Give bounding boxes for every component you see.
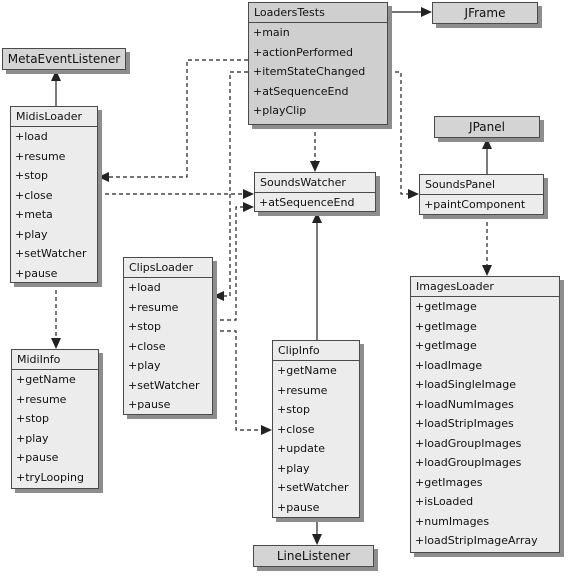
- edge-loaderstests-midisloader: [108, 59, 248, 178]
- method: +numImages: [415, 514, 490, 528]
- method: +tryLooping: [16, 470, 84, 484]
- method: +getImage: [415, 319, 477, 333]
- method: +loadImage: [415, 358, 483, 372]
- class-title: MidisLoader: [11, 107, 97, 127]
- class-clipinfo[interactable]: ClipInfo +getName +resume +stop +close +…: [272, 340, 360, 518]
- class-soundspanel[interactable]: SoundsPanel +paintComponent: [419, 174, 544, 215]
- method: +pause: [277, 500, 320, 514]
- metaeventlistener-box[interactable]: MetaEventListener: [2, 48, 126, 70]
- arrowhead-clipsloader: [213, 291, 224, 301]
- class-title: MidiInfo: [12, 350, 98, 370]
- arrowhead-soundswatcher-from-clipsloader: [243, 202, 254, 212]
- method: +paintComponent: [424, 198, 526, 211]
- arrowhead-midiinfo: [51, 338, 61, 349]
- method: +main: [253, 26, 290, 39]
- jpanel-box[interactable]: JPanel: [434, 116, 540, 138]
- class-title: SoundsWatcher: [255, 173, 375, 193]
- method: +isLoaded: [415, 495, 474, 508]
- method: +play: [277, 461, 310, 475]
- method: +setWatcher: [15, 247, 87, 260]
- arrowhead-linelistener: [312, 534, 322, 545]
- linelistener-box[interactable]: LineListener: [253, 545, 374, 567]
- method: +getImages: [415, 475, 483, 489]
- class-loaderstests[interactable]: LoadersTests +main +actionPerformed +ite…: [248, 2, 388, 125]
- class-title: LoadersTests: [249, 3, 387, 23]
- method: +loadGroupImages: [415, 436, 522, 450]
- method: +play: [128, 359, 161, 372]
- class-imagesloader[interactable]: ImagesLoader +getImage +getImage +getIma…: [410, 276, 560, 553]
- method: +update: [277, 442, 325, 455]
- method: +stop: [277, 403, 310, 416]
- metaeventlistener-label: MetaEventListener: [7, 52, 121, 66]
- method: +setWatcher: [128, 378, 200, 392]
- method: +getName: [277, 364, 337, 377]
- method: +loadStripImageArray: [415, 534, 538, 547]
- method: +play: [15, 227, 48, 241]
- edge-loaderstests-soundspanel: [388, 71, 409, 195]
- class-title: ClipsLoader: [124, 258, 212, 278]
- arrowhead-jframe: [421, 7, 432, 17]
- method: +stop: [16, 412, 49, 425]
- method: +setWatcher: [277, 481, 349, 494]
- method: +itemStateChanged: [253, 65, 366, 78]
- arrowhead-midisloader: [98, 172, 109, 182]
- method: +atSequenceEnd: [259, 196, 355, 209]
- arrowhead-soundswatcher-from-midisloader: [243, 189, 254, 199]
- linelistener-label: LineListener: [276, 549, 351, 563]
- method: +close: [277, 422, 315, 436]
- method: +load: [15, 130, 48, 143]
- method: +resume: [277, 383, 328, 397]
- class-title: SoundsPanel: [420, 175, 543, 195]
- method: +actionPerformed: [253, 45, 354, 59]
- method: +playClip: [253, 104, 307, 117]
- arrowhead-soundswatcher-from-clipinfo: [312, 212, 322, 223]
- jframe-label: JFrame: [464, 6, 506, 20]
- jframe-box[interactable]: JFrame: [432, 2, 538, 24]
- class-clipsloader[interactable]: ClipsLoader +load +resume +stop +close +…: [123, 257, 213, 415]
- class-midiinfo[interactable]: MidiInfo +getName +resume +stop +play +p…: [11, 349, 99, 489]
- method: +resume: [16, 392, 67, 406]
- method: +close: [15, 188, 53, 202]
- method: +play: [16, 431, 49, 445]
- method: +getName: [16, 373, 76, 386]
- class-midisloader[interactable]: MidisLoader +load +resume +stop +close +…: [10, 106, 98, 283]
- jpanel-label: JPanel: [469, 120, 505, 134]
- method: +stop: [15, 169, 48, 182]
- method: +close: [128, 339, 166, 353]
- arrowhead-clipinfo: [261, 425, 272, 435]
- arrowhead-soundswatcher-from-loaderstests: [310, 161, 320, 172]
- method: +pause: [15, 266, 58, 280]
- method: +getImage: [415, 300, 477, 313]
- class-title: ClipInfo: [273, 341, 359, 361]
- method: +getImage: [415, 339, 477, 352]
- arrowhead-imagesloader: [482, 265, 492, 276]
- arrowhead-jpanel: [482, 138, 492, 149]
- method: +resume: [15, 149, 66, 163]
- method: +loadSingleImage: [415, 378, 516, 391]
- method: +pause: [128, 398, 171, 411]
- class-title: ImagesLoader: [411, 277, 559, 297]
- method: +stop: [128, 320, 161, 333]
- method: +pause: [16, 451, 59, 464]
- method: +loadStripImages: [415, 417, 514, 430]
- method: +load: [128, 281, 161, 294]
- edge-clipsloader-soundswatcher: [213, 206, 244, 321]
- method: +atSequenceEnd: [253, 84, 349, 98]
- arrowhead-metaeventlistener: [51, 70, 61, 81]
- method: +meta: [15, 208, 53, 221]
- edge-loaderstests-clipsloader: [223, 71, 248, 297]
- method: +resume: [128, 300, 179, 314]
- method: +loadGroupImages: [415, 456, 522, 469]
- arrowhead-soundspanel: [408, 189, 419, 199]
- class-soundswatcher[interactable]: SoundsWatcher +atSequenceEnd: [254, 172, 376, 212]
- edge-clipsloader-clipinfo: [213, 330, 262, 431]
- method: +loadNumImages: [415, 397, 514, 411]
